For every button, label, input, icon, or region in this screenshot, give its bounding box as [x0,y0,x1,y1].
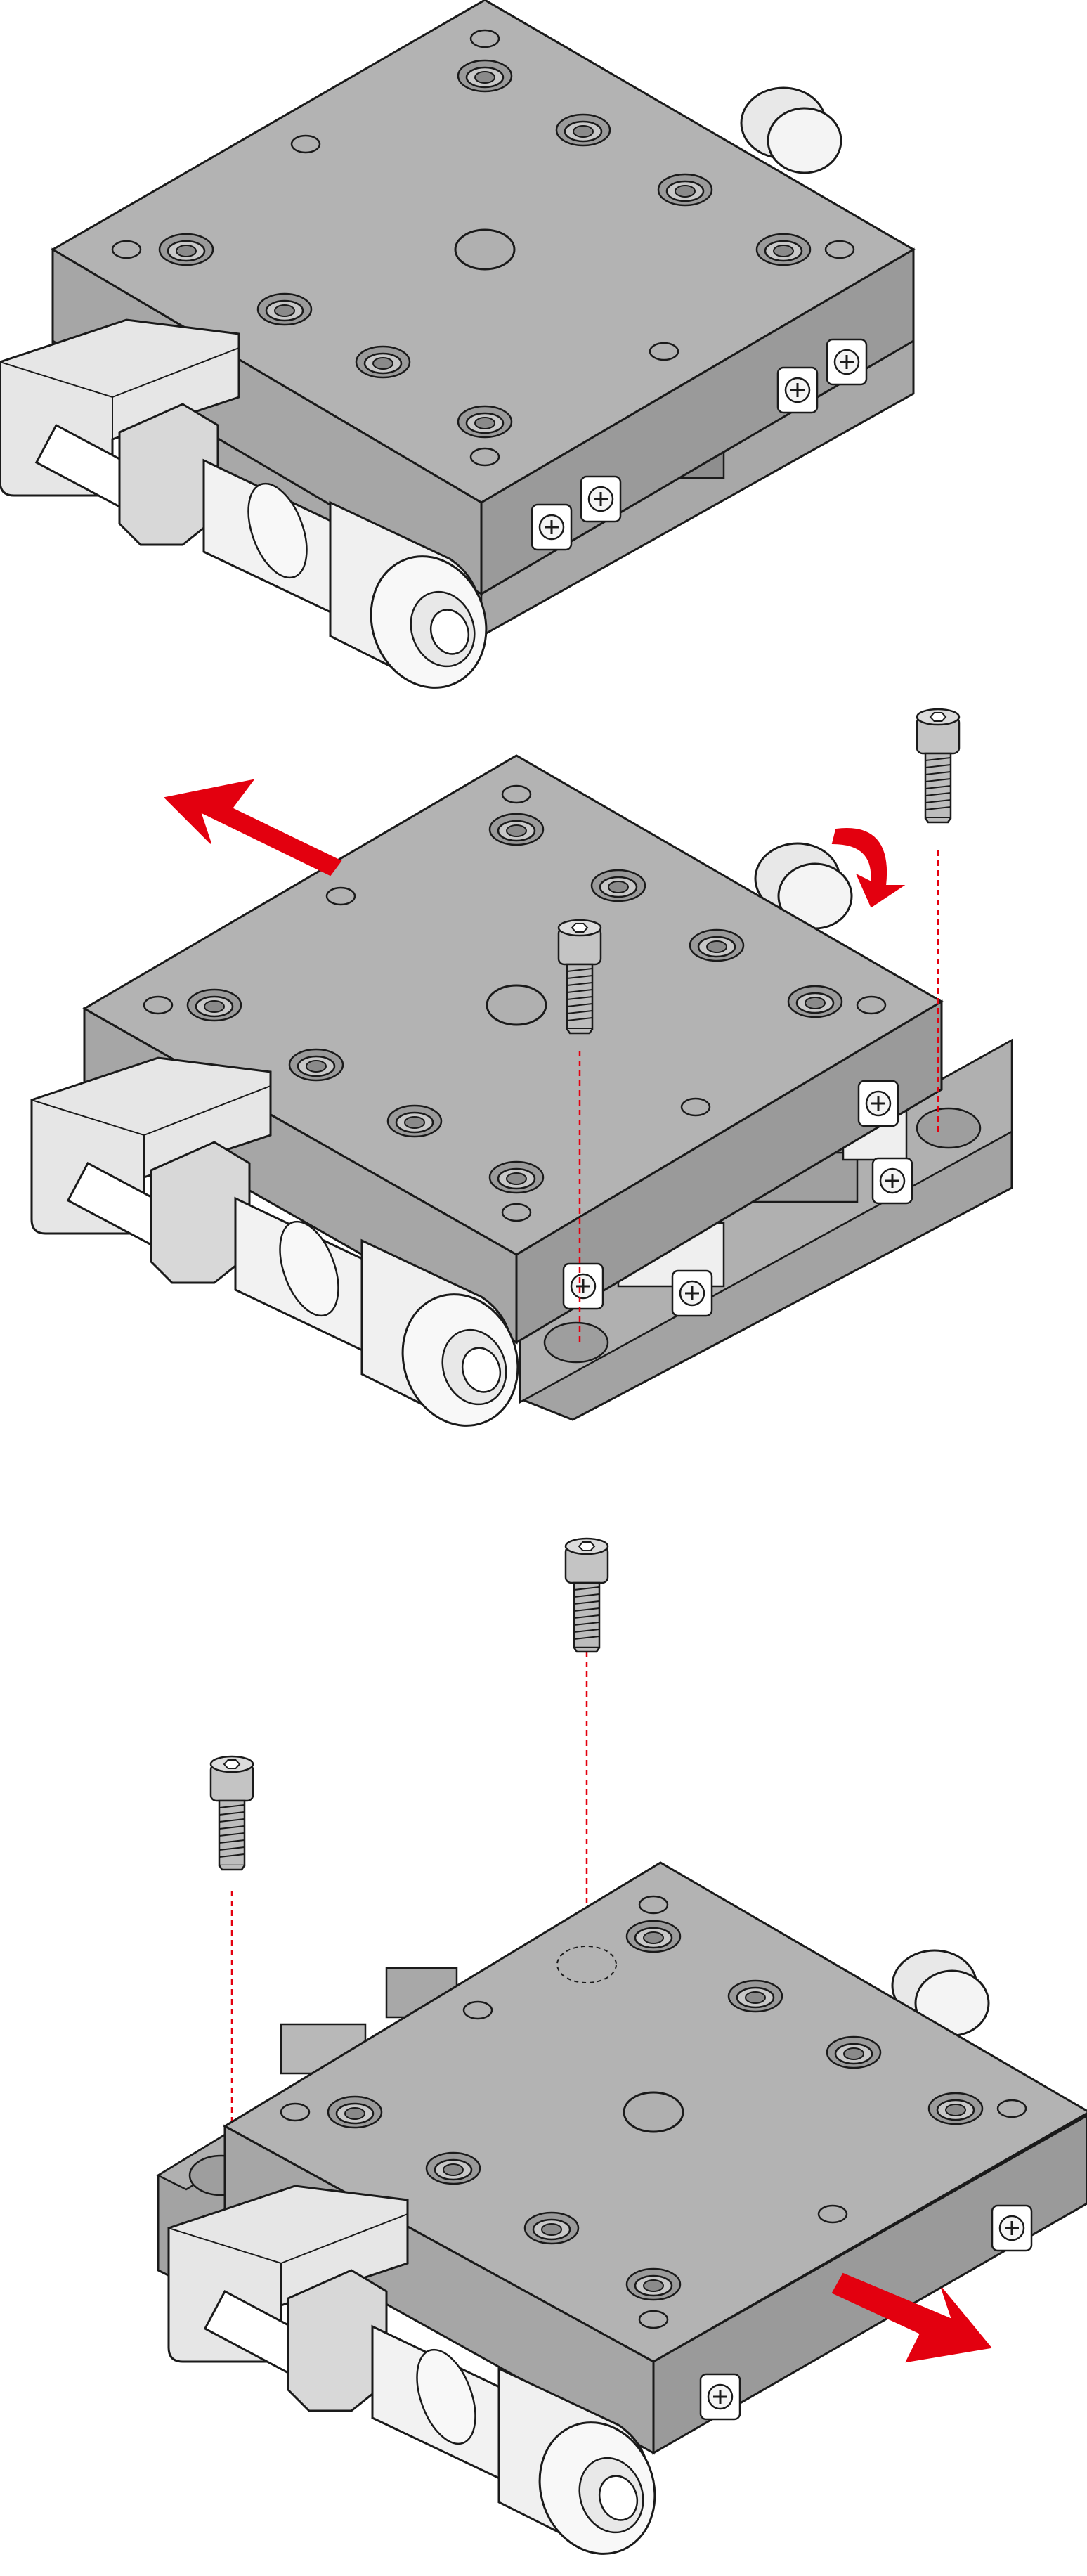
panel-1-assembled-stage [0,0,916,706]
micrometer-knob-icon [891,1949,990,2037]
micrometer-knob-icon [740,86,842,174]
hex-socket-screw-icon [209,1537,609,1871]
rotate-knob-arrow [831,828,906,908]
micrometer-knob-icon [754,842,853,930]
panel-2-shifted-stage [30,708,1013,1444]
push-left-arrow [163,779,342,876]
panel-3-screws-removed [156,1537,1087,2572]
push-right-arrow [831,2272,992,2363]
